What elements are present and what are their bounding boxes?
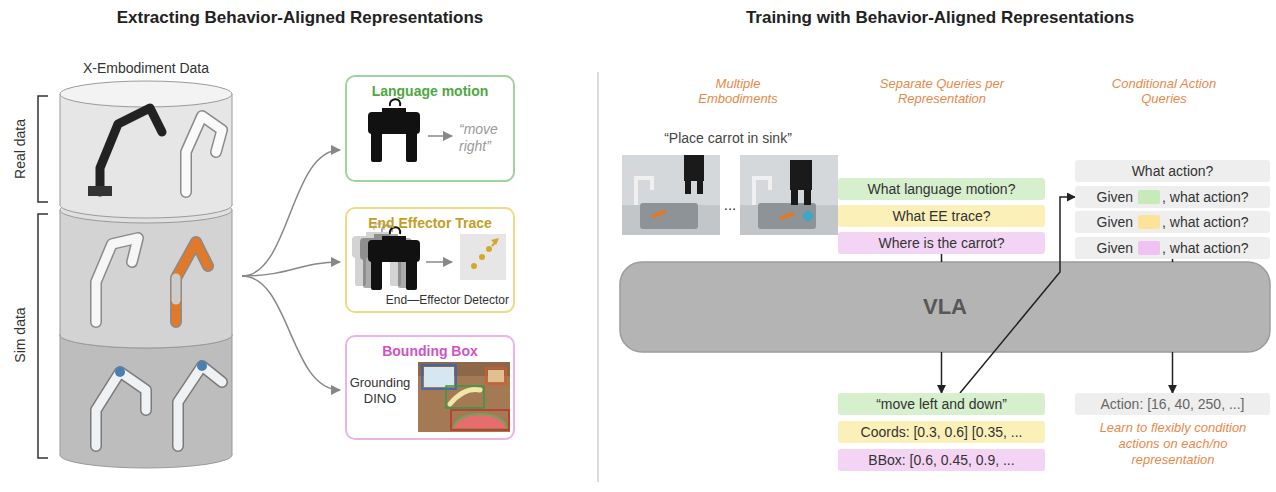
- node-label: “move left and down”: [876, 396, 1007, 412]
- text-label: Real data: [12, 119, 28, 179]
- node-text: “move right”: [459, 121, 511, 155]
- node-label: Coords: [0.3, 0.6] [0.35, ...: [861, 424, 1023, 440]
- text-label: X-Embodiment Data: [56, 60, 236, 76]
- output-box: BBox: [0.6, 0.45, 0.9, ...: [838, 449, 1045, 471]
- node-label: Bounding Box: [347, 343, 513, 359]
- node-label: What action?: [1132, 163, 1214, 179]
- node-label: Language motion: [347, 83, 513, 99]
- node-label: Given: [1097, 240, 1134, 256]
- query-box: What language motion?: [838, 178, 1045, 200]
- node-text: , what action?: [1162, 189, 1248, 205]
- node-text: , what action?: [1162, 240, 1248, 256]
- connector-arrow: [1172, 259, 1174, 262]
- label-holder: Multiple Embodiments: [686, 76, 790, 106]
- model-block: VLA: [620, 262, 1270, 352]
- node-label: Where is the carrot?: [878, 235, 1004, 251]
- node-label: What EE trace?: [892, 208, 990, 224]
- label-holder: Training with Behavior-Aligned Represent…: [630, 8, 1250, 28]
- query-box: Where is the carrot?: [838, 232, 1045, 254]
- text-label: Extracting Behavior-Aligned Representati…: [20, 8, 580, 28]
- representation-box: End Effector TraceEnd—Effector Detector: [345, 207, 515, 313]
- connector-arrow: [941, 254, 943, 262]
- text-label: ...: [719, 196, 741, 213]
- node-label: End Effector Trace: [347, 215, 513, 231]
- color-swatch: [1138, 190, 1160, 204]
- action-output-box: Action: [16, 40, 250, ...]: [1075, 393, 1270, 415]
- node-text: Grounding DINO: [349, 375, 411, 407]
- node-label: BBox: [0.6, 0.45, 0.9, ...: [868, 452, 1014, 468]
- node-text: End—Effector Detector: [383, 293, 509, 307]
- label-holder: ...: [719, 196, 741, 213]
- color-swatch: [1138, 241, 1160, 255]
- text-label: Learn to flexibly condition actions on e…: [1098, 420, 1248, 468]
- label-holder: Conditional Action Queries: [1098, 76, 1230, 106]
- representation-box: Language motion “move right”: [345, 75, 515, 182]
- text-label: Multiple Embodiments: [686, 76, 790, 106]
- action-query-box: Given , what action?: [1075, 186, 1270, 208]
- label-holder: “Place carrot in sink”: [626, 130, 830, 146]
- text-label: Separate Queries per Representation: [862, 76, 1022, 106]
- label-holder: Learn to flexibly condition actions on e…: [1098, 420, 1248, 468]
- action-query-box: Given , what action?: [1075, 211, 1270, 233]
- action-query-box: What action?: [1075, 160, 1270, 182]
- text-label: Training with Behavior-Aligned Represent…: [630, 8, 1250, 28]
- text-label: Conditional Action Queries: [1098, 76, 1230, 106]
- connector-arrow: [941, 352, 943, 393]
- action-query-box: Given , what action?: [1075, 237, 1270, 259]
- label-holder: Real data: [0, 140, 70, 158]
- node-label: Action: [16, 40, 250, ...]: [1101, 396, 1245, 412]
- output-box: “move left and down”: [838, 393, 1045, 415]
- representation-box: Bounding BoxGrounding DINO: [345, 335, 515, 440]
- node-label: Given: [1097, 214, 1134, 230]
- connector-arrow: [1172, 352, 1174, 393]
- query-box: What EE trace?: [838, 205, 1045, 227]
- node-label: VLA: [923, 294, 967, 320]
- label-holder: Extracting Behavior-Aligned Representati…: [20, 8, 580, 28]
- label-holder: X-Embodiment Data: [56, 60, 236, 76]
- node-label: Given: [1097, 189, 1134, 205]
- node-text: , what action?: [1162, 214, 1248, 230]
- label-holder: Sim data: [0, 326, 70, 344]
- text-label: “Place carrot in sink”: [626, 130, 830, 146]
- output-box: Coords: [0.3, 0.6] [0.35, ...: [838, 421, 1045, 443]
- node-label: What language motion?: [868, 181, 1016, 197]
- color-swatch: [1138, 215, 1160, 229]
- text-label: Sim data: [12, 307, 28, 362]
- label-holder: Separate Queries per Representation: [862, 76, 1022, 106]
